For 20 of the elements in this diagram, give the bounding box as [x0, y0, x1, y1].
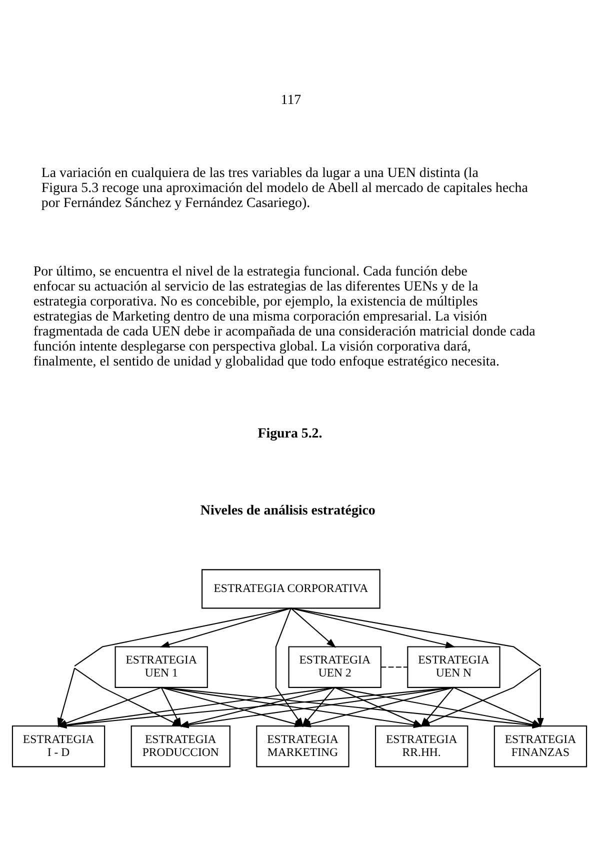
label: Niveles de análisis estratégico — [200, 503, 376, 518]
node-box: ESTRATEGIA RR.HH. — [375, 725, 468, 768]
node-box: ESTRATEGIA PRODUCCION — [130, 725, 230, 768]
label: Por último, se encuentra el nivel de la estrategia funcional. Cada función debe enfocar su actuación al servicio de las estrategias de las diferentes UENs y de la estrategia corporativa. No es concebible, por ejemplo, la existencia de múltiples estrategias de Marketing dentro de una misma corporación empresarial. La visión fragmentada de cada UEN debe ir acompañada de una consideración matricial donde cada función intente desplegarse con perspectiva global. La visión corporativa dará, finalmente, el sentido de unidad y globalidad que todo enfoque estratégico necesita. — [33, 264, 536, 370]
node-box: ESTRATEGIA FINANZAS — [494, 725, 588, 768]
arrow — [290, 608, 336, 648]
arrow — [537, 668, 544, 728]
node-box: ESTRATEGIA MARKETING — [256, 725, 350, 768]
label: Figura 5.2. — [258, 426, 322, 442]
connector — [380, 666, 408, 668]
node-box: ESTRATEGIA CORPORATIVA — [202, 569, 380, 609]
arrow — [160, 608, 292, 648]
label: La variación en cualquiera de las tres variables da lugar a una UEN distinta (la Figura 5.3 recoge una aproximación del modelo de Abell al mercado de capitales hecha por Fernández Sánchez y Fernández Casariego). — [41, 166, 528, 212]
arrow — [334, 686, 424, 727]
node-box: ESTRATEGIA I - D — [12, 725, 106, 768]
node-box: ESTRATEGIA UEN 1 — [114, 646, 208, 688]
arrow — [290, 608, 456, 648]
label: 117 — [280, 93, 302, 108]
node-box: ESTRATEGIA UEN N — [407, 646, 500, 688]
node-box: ESTRATEGIA UEN 2 — [288, 646, 382, 688]
